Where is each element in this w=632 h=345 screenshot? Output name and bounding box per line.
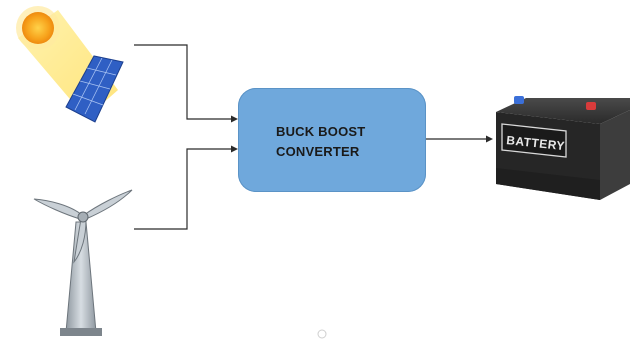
connector-lines [134,44,486,230]
faint-mark [317,329,327,339]
solar-to-converter-line [134,44,232,120]
arrowhead-solar [231,115,238,123]
wind-to-converter-line [134,148,232,230]
arrowheads [231,115,493,153]
battery-icon [496,96,630,200]
converter-label: BUCK BOOST CONVERTER [276,122,406,162]
buck-boost-converter-box [238,88,426,192]
wind-turbine-icon [33,189,133,336]
arrowhead-wind [231,145,238,153]
converter-label-line1: BUCK BOOST [276,124,366,139]
arrowhead-battery [486,135,493,143]
battery-label: BATTERY [506,133,566,153]
converter-label-line2: CONVERTER [276,144,360,159]
solar-panel-icon [65,55,124,123]
